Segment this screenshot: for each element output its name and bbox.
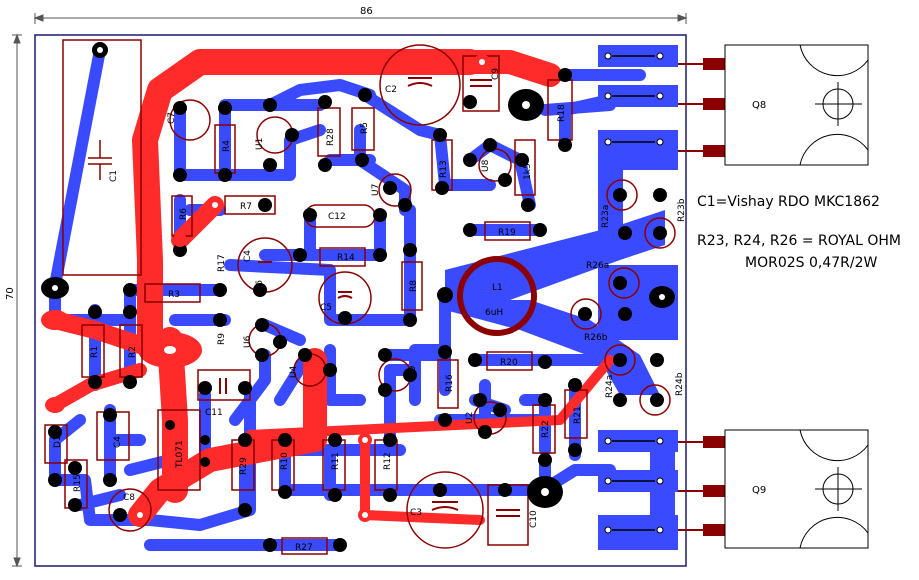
label-r17: R17 — [217, 254, 227, 272]
r26b-outline — [570, 298, 602, 330]
resistor-spec-note-line1: R23, R24, R26 = ROYAL OHM — [697, 233, 901, 249]
label-r15: R15 — [73, 474, 83, 492]
label-c5: C5 — [320, 303, 332, 313]
label-r2: R2 — [128, 346, 138, 358]
designators: C1 C2 C3 C4 C5 C6 C7 C8 C9 C10 C11 C12 C… — [53, 68, 766, 553]
c3-outline — [406, 471, 484, 549]
label-r23a: R23a — [601, 205, 611, 228]
label-tl071: TL071 — [175, 440, 185, 469]
tl071-outline — [157, 409, 201, 491]
label-u7: U7 — [371, 184, 381, 196]
label-c1: C1 — [109, 170, 119, 182]
label-r14: R14 — [337, 253, 355, 263]
label-d1: D1 — [53, 435, 63, 448]
label-c-small: C4 — [113, 436, 123, 448]
label-r6: R6 — [179, 208, 189, 220]
label-u2: U2 — [465, 412, 475, 424]
label-r3: R3 — [168, 290, 180, 300]
label-r22: R22 — [541, 420, 551, 438]
label-r24a: R24a — [605, 375, 615, 398]
label-u9: U9 — [408, 365, 418, 378]
label-q8: Q8 — [752, 100, 766, 111]
label-r4: R4 — [222, 140, 232, 152]
label-r24b: R24b — [675, 372, 685, 396]
c7-outline — [169, 99, 211, 141]
label-c10: C10 — [529, 510, 539, 528]
transistor-strip-holes — [604, 52, 664, 534]
label-c6: C6 — [255, 280, 265, 292]
label-l1-value: 6uH — [485, 308, 503, 318]
c1-outline — [62, 39, 142, 276]
label-c8: C8 — [123, 493, 135, 503]
label-c4: C4 — [243, 250, 253, 262]
label-r27: R27 — [295, 543, 313, 553]
r23b-outline — [644, 217, 676, 249]
c1-spec-note: C1=Vishay RDO MKC1862 — [697, 194, 880, 210]
r23a-outline — [606, 179, 638, 211]
label-r18: R18 — [557, 104, 567, 122]
label-c12: C12 — [328, 212, 346, 222]
top-layer-pads — [41, 54, 490, 522]
label-r23b: R23b — [677, 198, 687, 222]
label-u1: U1 — [255, 138, 265, 150]
r24b-outline — [639, 384, 671, 416]
r24a-outline — [604, 344, 636, 376]
label-r19: R19 — [498, 228, 516, 238]
d1-outline — [44, 424, 68, 464]
label-u8: U8 — [481, 159, 491, 172]
c2-outline — [379, 44, 461, 126]
label-r28: R28 — [326, 128, 336, 146]
transistor-strip-lines — [612, 55, 655, 531]
label-r13: R13 — [439, 160, 449, 178]
label-c11: C11 — [205, 408, 223, 418]
label-r10: R10 — [280, 452, 290, 470]
label-r26b: R26b — [584, 333, 608, 343]
label-r7: R7 — [240, 202, 252, 212]
l1-outline — [457, 256, 537, 336]
label-r26a: R26a — [586, 261, 609, 271]
label-r21: R21 — [573, 406, 583, 424]
label-u4: U4 — [289, 365, 299, 378]
capacitor-symbols — [219, 77, 520, 517]
label-r1: R1 — [90, 346, 100, 358]
label-c2: C2 — [385, 85, 397, 95]
c8-outline — [108, 488, 152, 532]
label-u6: U6 — [243, 335, 253, 348]
q8-package — [678, 44, 869, 166]
label-r16: R16 — [445, 374, 455, 392]
width-dimension-label: 86 — [360, 6, 373, 17]
dimension-lines — [12, 13, 688, 568]
label-1k5: 1k5 — [523, 163, 533, 180]
r26a-outline — [608, 267, 640, 299]
u7-outline — [378, 173, 412, 207]
label-q9: Q9 — [752, 485, 766, 496]
label-r29: R29 — [239, 457, 249, 475]
label-c9: C9 — [491, 68, 501, 80]
q9-package — [678, 429, 869, 549]
pad-holes — [52, 47, 665, 518]
label-r11: R11 — [331, 452, 341, 470]
label-r12: R12 — [383, 452, 393, 470]
label-r9: R9 — [217, 333, 227, 345]
label-r20: R20 — [500, 358, 518, 368]
label-c3: C3 — [410, 508, 422, 518]
label-r5: R5 — [360, 122, 370, 134]
pads — [41, 42, 675, 552]
label-l1: L1 — [492, 283, 503, 293]
resistor-spec-note-line2: MOR02S 0,47R/2W — [745, 255, 878, 271]
label-c7: C7 — [167, 112, 177, 124]
label-r8: R8 — [409, 280, 419, 292]
height-dimension-label: 70 — [5, 287, 16, 300]
